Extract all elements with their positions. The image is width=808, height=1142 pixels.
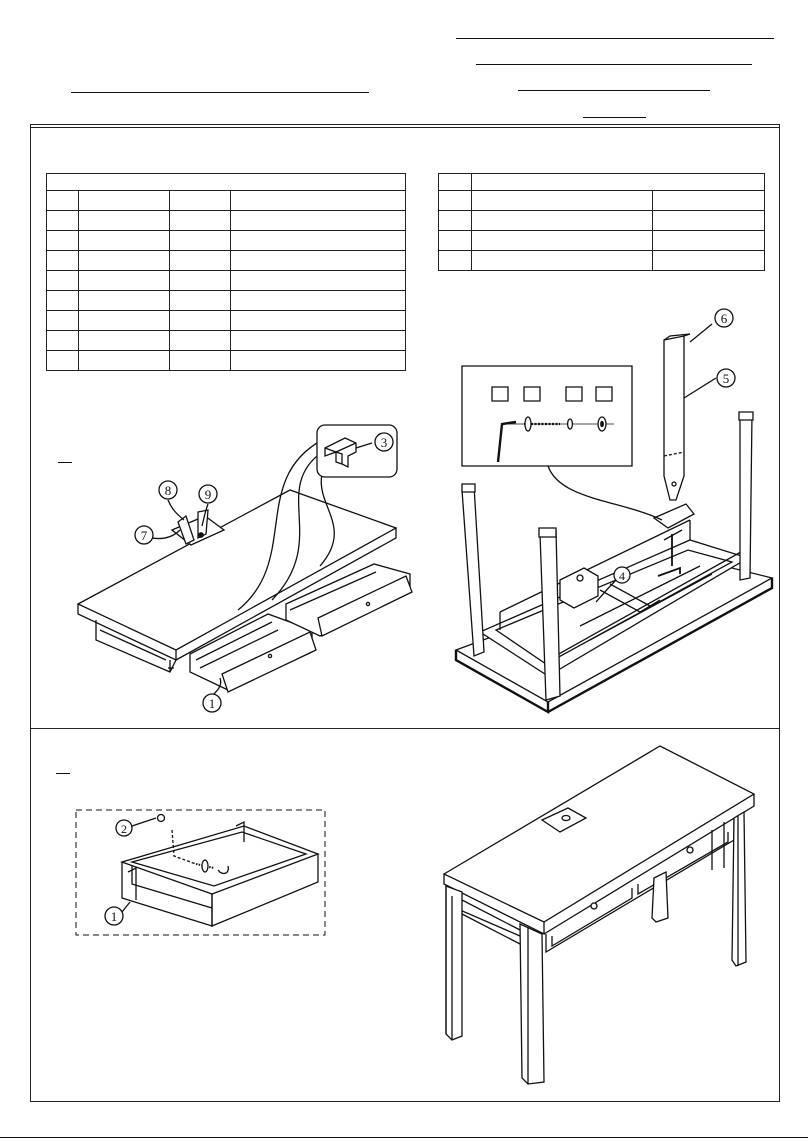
leader-curve-1 — [238, 440, 322, 610]
callout-circle-6 — [715, 309, 733, 327]
callout-circle-1a — [203, 694, 221, 712]
desk-knob-right — [687, 847, 693, 853]
parts-table-right — [438, 173, 765, 271]
callout-circle-8 — [159, 481, 177, 499]
drawer-2-knob-hole — [366, 602, 369, 605]
callout-label-2: 2 — [121, 822, 127, 836]
desk-knob-left — [591, 903, 597, 909]
drawer-box-front — [122, 862, 212, 926]
desk-top-edge — [444, 794, 754, 934]
desk-leg-front-left — [446, 886, 462, 1040]
header-line-3 — [518, 90, 710, 91]
callout-circle-4 — [614, 567, 630, 583]
lock-washer-icon — [568, 419, 573, 429]
callout-circle-1b — [105, 907, 123, 925]
table-underside-edge — [456, 578, 772, 712]
knob-icon — [158, 815, 165, 822]
callout-label-6: 6 — [721, 311, 728, 326]
desktop-apron — [96, 620, 176, 672]
frame-double-line — [30, 127, 780, 128]
hex-key-icon — [498, 422, 516, 462]
table-row — [438, 250, 765, 271]
header-line-4 — [583, 117, 646, 118]
callout-circle-5 — [717, 369, 735, 387]
callout-label-4: 4 — [619, 569, 625, 583]
callout-label-9: 9 — [205, 487, 212, 502]
header-line-left — [71, 92, 369, 93]
header-line-1 — [456, 38, 774, 39]
corner-block — [560, 568, 598, 608]
table-row — [46, 350, 406, 371]
section-divider — [30, 728, 780, 729]
callout-label-1b: 1 — [111, 909, 118, 924]
instruction-frame — [30, 124, 780, 1102]
drawer-1-knob-hole — [268, 654, 271, 657]
page-bottom-rule — [0, 1137, 808, 1138]
drawer-1-front — [222, 632, 316, 692]
leg-bracket — [654, 504, 694, 528]
header-line-2 — [476, 64, 752, 65]
hardware-inset-box — [462, 366, 632, 466]
callout-label-7: 7 — [141, 528, 148, 543]
table-row — [438, 190, 765, 211]
desk-leg-back-left — [652, 872, 668, 922]
step-1-marker — [58, 462, 72, 463]
callout-label-5: 5 — [723, 371, 730, 386]
drawer-2-front — [318, 576, 412, 636]
grommet-cover-left — [178, 516, 194, 544]
drawer-detail-box — [76, 810, 325, 935]
callout-circle-3 — [375, 433, 393, 451]
step-2-marker — [56, 773, 70, 774]
callout-label-1a: 1 — [209, 696, 216, 711]
leader-curve-4 — [548, 466, 662, 520]
table-row — [438, 230, 765, 251]
callout-circle-2 — [116, 820, 132, 836]
grommet-part-icon — [325, 438, 356, 467]
leader-curve-2 — [272, 452, 322, 600]
desktop-top-edge — [78, 528, 396, 660]
callout-label-8: 8 — [165, 483, 172, 498]
desk-leg-front-right — [520, 924, 544, 1084]
callout-label-3: 3 — [381, 435, 388, 450]
parts-table-left — [46, 173, 406, 371]
callout-circle-7 — [135, 526, 153, 544]
hex-key-small — [658, 568, 680, 576]
desk-leg-back-right — [732, 812, 746, 966]
callout-circle-9 — [199, 485, 217, 503]
